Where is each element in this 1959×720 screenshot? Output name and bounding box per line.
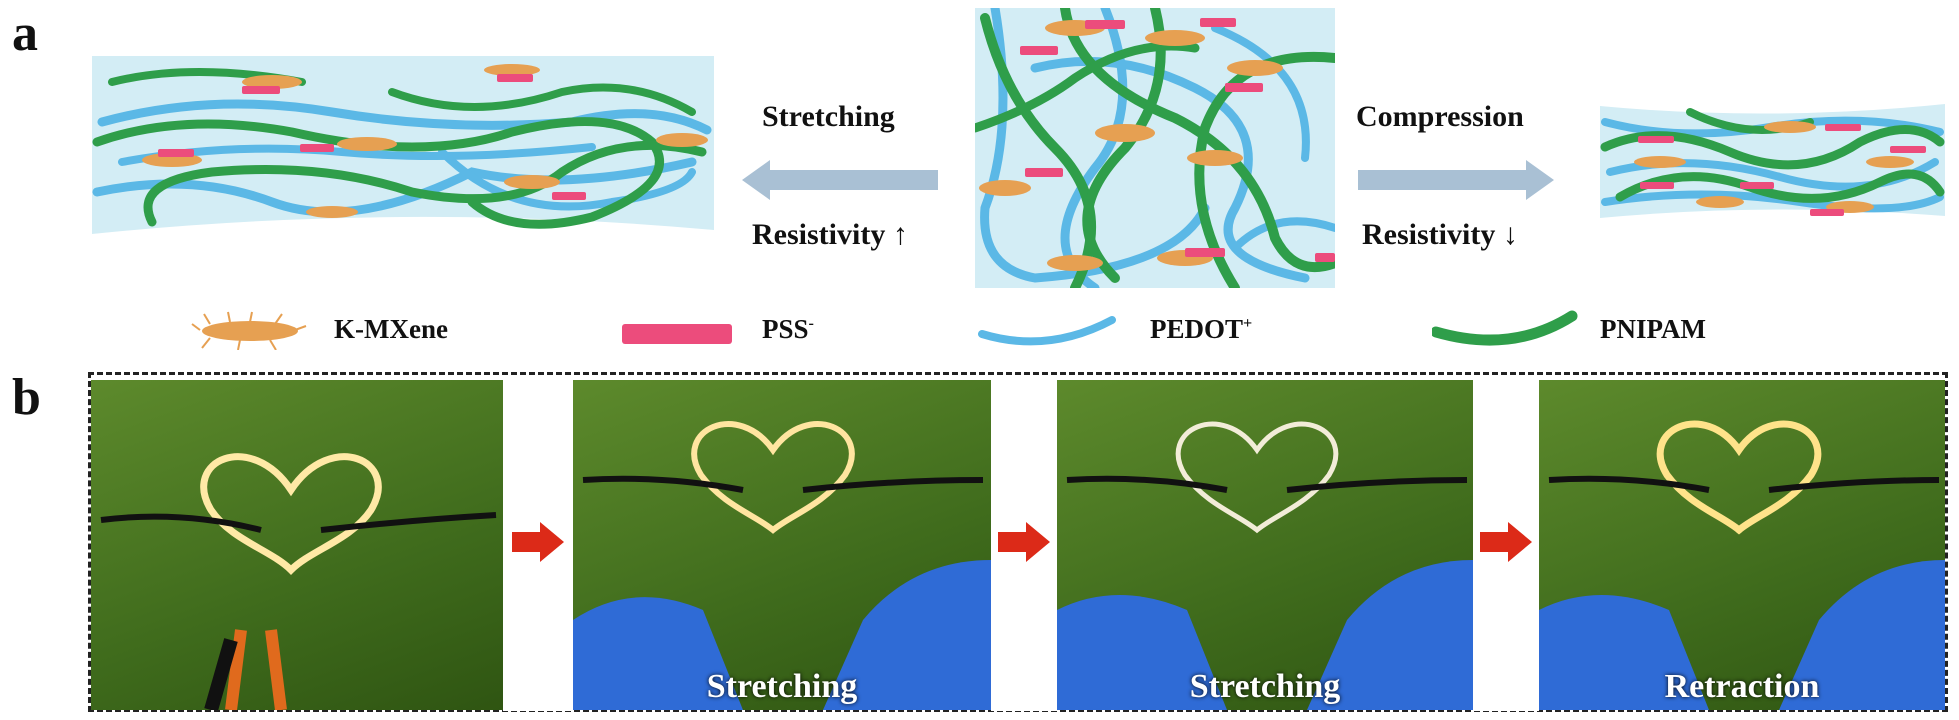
compression-arrow xyxy=(1358,160,1554,200)
red-arrow-icon-3 xyxy=(1480,522,1532,562)
compressed-gel-illustration xyxy=(1600,104,1945,218)
heart-light-icon xyxy=(573,421,991,710)
heart-light-icon xyxy=(100,453,497,710)
red-arrow-icon-1 xyxy=(512,522,564,562)
pedot-legend-label: PEDOT+ xyxy=(1150,314,1253,344)
photo-stretching-2: Stretching xyxy=(1057,380,1473,710)
pnipam-legend-icon xyxy=(1432,310,1578,346)
pss-legend-icon xyxy=(622,324,732,344)
relaxed-gel-illustration xyxy=(975,8,1335,288)
photo-caption-3: Stretching xyxy=(1189,668,1341,705)
arrow-up-icon: ↑ xyxy=(892,218,908,251)
pnipam-legend-label: PNIPAM xyxy=(1600,314,1706,344)
photo-caption-4: Retraction xyxy=(1664,668,1820,705)
arrow-down-icon: ↓ xyxy=(1502,218,1518,251)
photo-stretching-1: Stretching xyxy=(573,380,991,710)
stretching-arrow xyxy=(742,160,938,200)
photo-initial xyxy=(91,380,503,710)
stretch-resistivity-label: Resistivity ↑ xyxy=(752,218,908,251)
kmxene-legend-label: K-MXene xyxy=(334,314,448,344)
photo-caption-2: Stretching xyxy=(706,668,858,705)
pss-legend-label: PSS- xyxy=(762,314,814,344)
compression-label: Compression xyxy=(1356,100,1524,133)
stretched-gel-illustration xyxy=(92,56,714,234)
pedot-legend-icon xyxy=(978,316,1116,346)
panel-letter-a: a xyxy=(12,5,38,62)
red-arrow-icon-2 xyxy=(998,522,1050,562)
panel-letter-b: b xyxy=(12,369,41,426)
heart-light-icon xyxy=(1539,420,1945,710)
photo-retraction: Retraction xyxy=(1539,380,1945,710)
heart-light-icon xyxy=(1057,421,1473,710)
kmxene-legend-icon xyxy=(191,311,307,350)
compress-resistivity-label: Resistivity ↓ xyxy=(1362,218,1518,251)
stretching-label: Stretching xyxy=(762,100,895,133)
